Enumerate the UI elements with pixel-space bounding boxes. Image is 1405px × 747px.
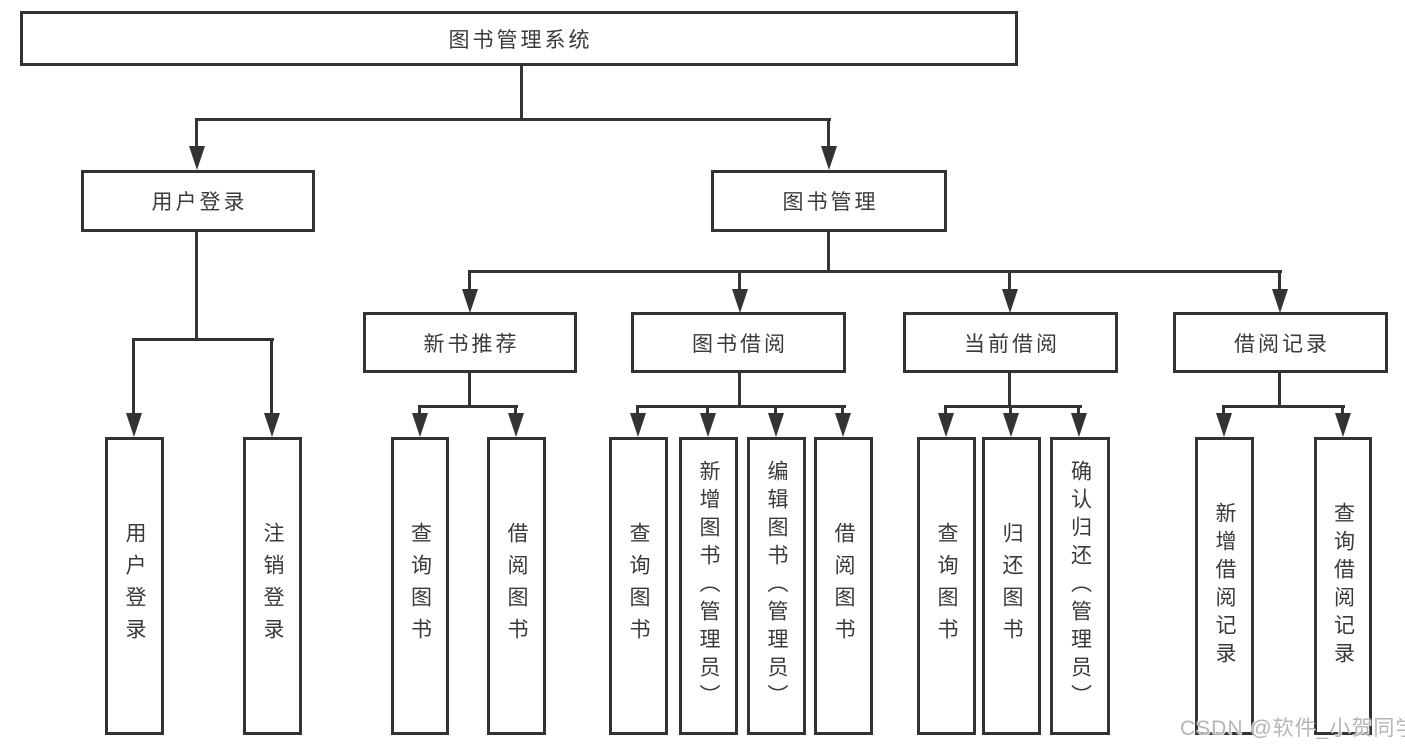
node-user-login: 用户登录 [81,170,315,232]
connector-line [827,230,830,273]
leaf-return-book-label: 归还图书 [1000,522,1023,650]
connector-line [1008,270,1011,296]
node-root: 图书管理系统 [20,11,1018,66]
node-book-management-label: 图书管理 [782,191,879,214]
connector-line [1278,371,1281,408]
node-root-label: 图书管理系统 [448,28,593,52]
leaf-return-book: 归还图书 [982,437,1041,735]
node-new-book-recommend: 新书推荐 [363,312,577,373]
leaf-add-book-admin: 新增图书（管理员） [679,437,738,735]
connector-line [468,371,471,408]
connector-line [1008,371,1011,408]
connector-line [944,405,1082,408]
connector-arrow [1216,413,1232,437]
leaf-query-book-current-label: 查询图书 [935,522,958,650]
connector-line [1278,270,1281,296]
leaf-borrow-book-recommend: 借阅图书 [487,437,546,735]
connector-line [132,338,274,341]
node-current-borrow-label: 当前借阅 [964,332,1060,356]
connector-arrow [630,413,646,437]
connector-arrow [462,289,478,313]
leaf-add-borrow-record-label: 新增借阅记录 [1213,502,1236,670]
leaf-logout: 注销登录 [243,437,302,735]
connector-arrow [1335,413,1351,437]
connector-line [636,405,846,408]
leaf-query-book-current: 查询图书 [917,437,976,735]
connector-arrow [821,146,837,170]
connector-arrow [1071,413,1087,437]
connector-arrow [189,146,205,170]
connector-arrow [508,413,524,437]
node-book-borrow: 图书借阅 [631,312,846,373]
node-new-book-recommend-label: 新书推荐 [423,332,520,356]
leaf-confirm-return-admin-label: 确认归还（管理员） [1068,460,1092,712]
connector-arrow [1272,289,1288,313]
node-borrow-record: 借阅记录 [1173,312,1388,373]
connector-line [132,338,135,420]
leaf-edit-book-admin-label: 编辑图书（管理员） [765,460,788,712]
leaf-confirm-return-admin: 确认归还（管理员） [1050,437,1110,735]
connector-arrow [700,413,716,437]
connector-line [738,270,741,296]
leaf-borrow-book: 借阅图书 [814,437,873,735]
leaf-query-borrow-record-label: 查询借阅记录 [1331,502,1355,670]
leaf-query-book-borrow: 查询图书 [609,437,668,735]
connector-line [270,338,273,420]
leaf-logout-label: 注销登录 [261,522,284,650]
node-book-management: 图书管理 [711,170,947,232]
connector-line [195,118,831,121]
leaf-borrow-book-label: 借阅图书 [832,522,855,650]
connector-arrow [1002,289,1018,313]
connector-line [738,371,741,408]
connector-arrow [938,413,954,437]
connector-arrow [264,413,280,437]
connector-arrow [732,289,748,313]
leaf-query-book-borrow-label: 查询图书 [627,522,650,650]
csdn-watermark: CSDN @软件_小贺同学 [1180,717,1405,740]
connector-line [827,118,830,150]
connector-line [418,405,518,408]
node-book-borrow-label: 图书借阅 [692,332,788,356]
node-borrow-record-label: 借阅记录 [1234,332,1330,356]
leaf-query-borrow-record: 查询借阅记录 [1314,437,1372,735]
leaf-user-login: 用户登录 [105,437,164,735]
node-user-login-label: 用户登录 [151,191,248,214]
connector-line [468,270,1282,273]
leaf-edit-book-admin: 编辑图书（管理员） [747,437,806,735]
connector-arrow [412,413,428,437]
connector-line [195,230,198,340]
connector-arrow [835,413,851,437]
connector-line [468,270,471,296]
connector-arrow [126,413,142,437]
connector-line [520,64,523,121]
leaf-add-borrow-record: 新增借阅记录 [1195,437,1254,735]
leaf-user-login-label: 用户登录 [123,522,146,650]
leaf-query-book-recommend: 查询图书 [391,437,449,735]
connector-arrow [1003,413,1019,437]
connector-line [1222,405,1345,408]
node-current-borrow: 当前借阅 [903,312,1118,373]
leaf-add-book-admin-label: 新增图书（管理员） [697,460,720,712]
leaf-borrow-book-recommend-label: 借阅图书 [505,522,528,650]
connector-arrow [768,413,784,437]
connector-line [195,118,198,150]
leaf-query-book-recommend-label: 查询图书 [408,522,432,650]
